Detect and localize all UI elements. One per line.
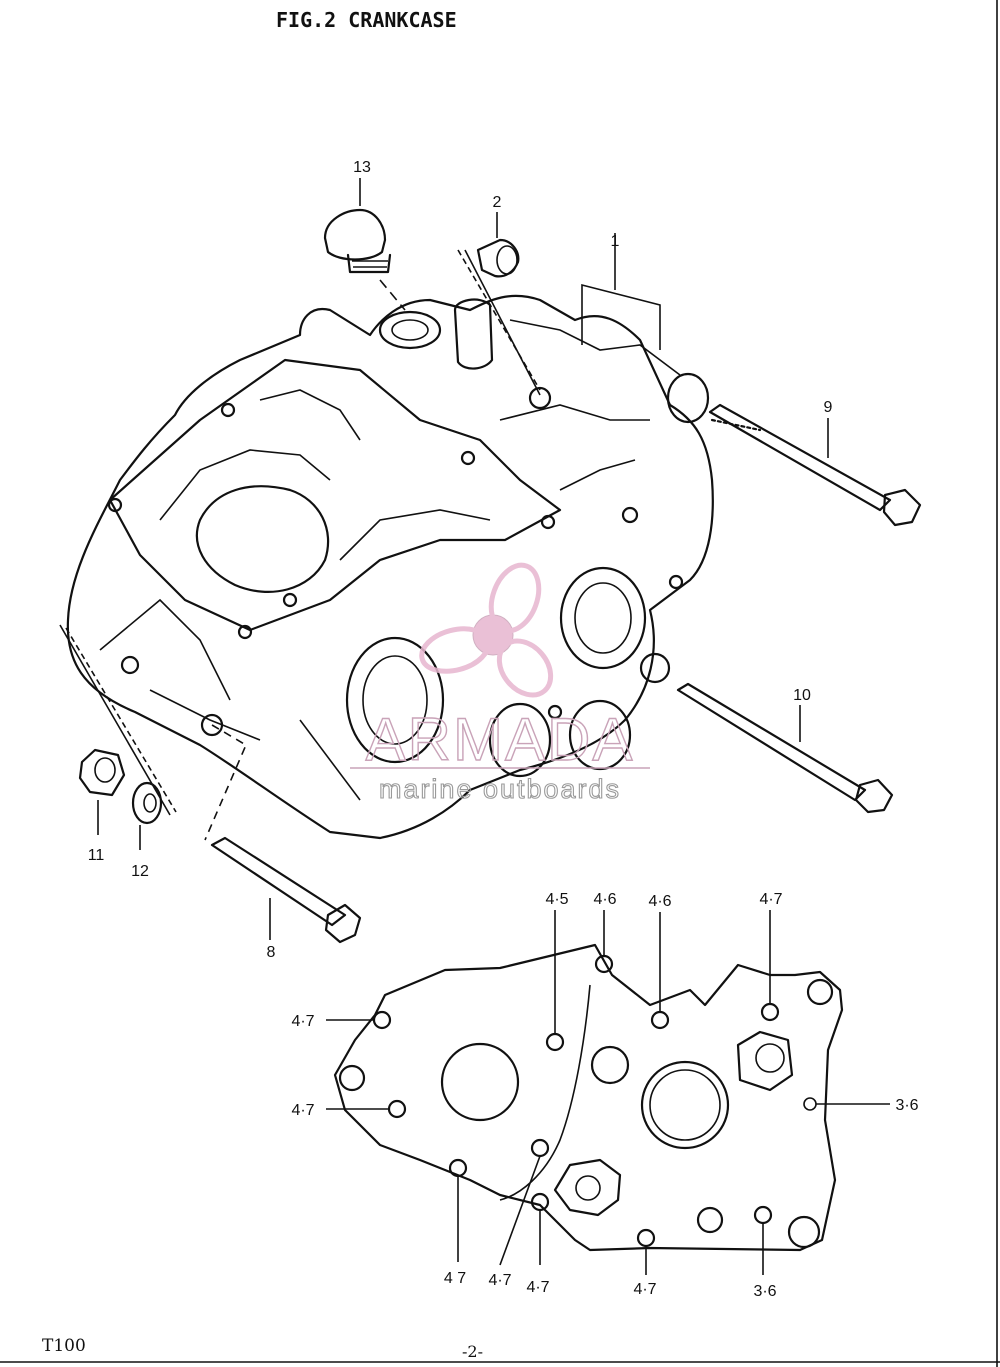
part-10-bolt <box>676 682 894 814</box>
callout-12: 12 <box>131 863 149 880</box>
filler-boss <box>378 310 442 350</box>
main-bearing-bore-right <box>559 566 647 670</box>
part-12-washer <box>59 624 177 850</box>
callout-9: 9 <box>824 399 833 416</box>
part-13-filler-plug <box>323 178 406 311</box>
bolt-length-4-7-b1: 4 7 <box>444 1270 466 1287</box>
bolt-length-4-7-b4: 4·7 <box>633 1281 656 1298</box>
watermark-logo <box>419 562 554 698</box>
crankcase-outline <box>66 294 714 840</box>
crankcase-half-outline <box>333 943 844 1252</box>
bolt-length-4-6-b: 4·6 <box>648 893 671 910</box>
crank-cavity <box>195 485 330 593</box>
callout-2: 2 <box>493 194 502 211</box>
main-bearing-bore-left <box>345 636 445 764</box>
part-1-bracket <box>581 233 661 350</box>
shaft-bore-2 <box>568 699 632 771</box>
callout-11: 11 <box>88 847 105 864</box>
rear-boss <box>666 372 710 424</box>
callout-10: 10 <box>793 687 811 704</box>
callout-8: 8 <box>267 944 276 961</box>
bolt-length-4-7-left-b: 4·7 <box>291 1102 314 1119</box>
callout-13: 13 <box>353 159 371 176</box>
bolt-length-4-7-top: 4·7 <box>759 891 782 908</box>
part-2-dowel-pin <box>457 212 541 396</box>
gasket-face <box>108 358 562 632</box>
crankcase-assembly <box>66 294 714 840</box>
watermark: ARMADA marine outboards <box>350 562 650 805</box>
bolt-length-3-6-bottom: 3·6 <box>753 1283 776 1300</box>
bolt-length-4-7-b2: 4·7 <box>488 1272 511 1289</box>
shaft-bore <box>488 702 552 778</box>
bolt-length-4-5: 4·5 <box>545 891 568 908</box>
bolt-length-4-7-left-a: 4·7 <box>291 1013 314 1030</box>
footer-page-number: -2- <box>462 1342 483 1361</box>
bolt-length-3-6-right: 3·6 <box>895 1097 918 1114</box>
watermark-tagline: marine outboards <box>379 774 621 804</box>
bolt-length-4-7-b3: 4·7 <box>526 1279 549 1296</box>
bolt-length-4-6-a: 4·6 <box>593 891 616 908</box>
crankcase-bolt-diagram <box>326 910 890 1275</box>
callout-1: 1 <box>611 233 620 250</box>
breather-neck <box>453 298 494 370</box>
watermark-brand: ARMADA <box>366 706 635 773</box>
figure-title: FIG.2 CRANKCASE <box>276 8 457 32</box>
part-9-bolt <box>708 403 922 527</box>
footer-model: T100 <box>42 1336 86 1356</box>
part-8-bolt <box>204 724 362 944</box>
part-11-nut <box>78 748 126 835</box>
